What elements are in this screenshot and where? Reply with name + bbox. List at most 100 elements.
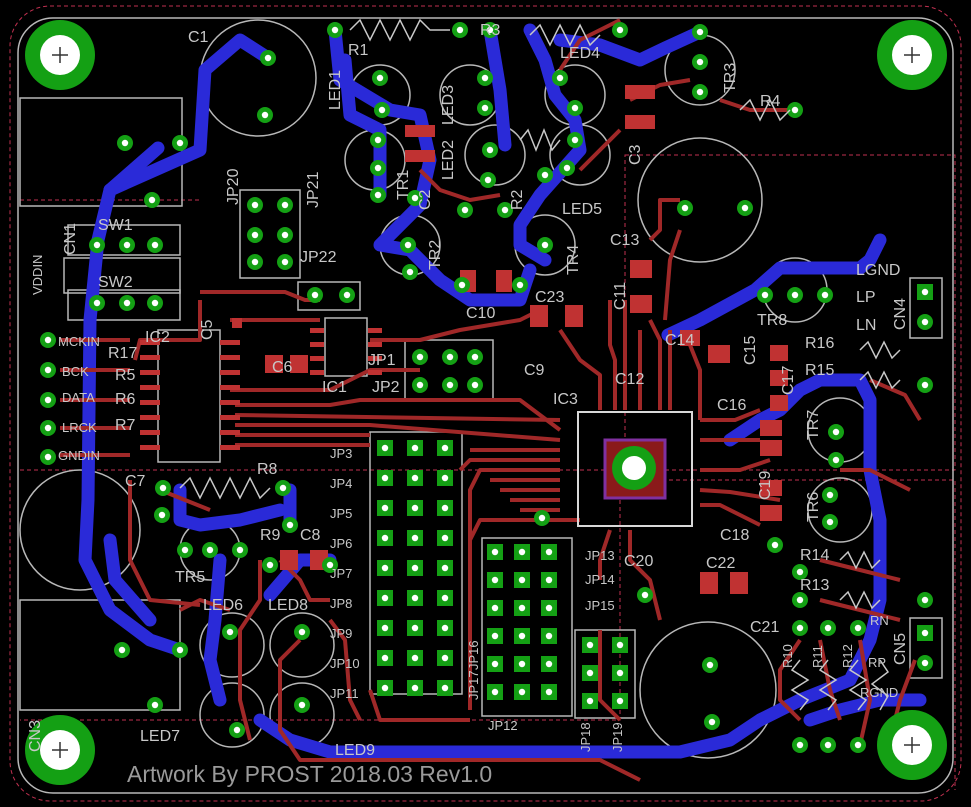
header-pin	[407, 440, 423, 456]
header-pin	[407, 680, 423, 696]
label-c16: C16	[717, 397, 746, 414]
top-copper-traces	[60, 18, 922, 782]
label-lp: LP	[856, 289, 876, 306]
label-r7: R7	[115, 417, 136, 434]
label-led1: LED1	[327, 70, 344, 110]
header-pin	[582, 637, 598, 653]
header-pin	[487, 684, 503, 700]
label-tr1: TR1	[395, 170, 412, 200]
header-pin	[487, 572, 503, 588]
ic3-chip	[577, 411, 693, 527]
label-c12: C12	[615, 371, 644, 388]
bottom-copper-traces	[78, 23, 927, 759]
label-led5: LED5	[562, 201, 602, 218]
label-c7: C7	[125, 473, 146, 490]
label-led3: LED3	[440, 85, 457, 125]
header-pin	[407, 590, 423, 606]
header-pin	[541, 544, 557, 560]
label-c3: C3	[627, 144, 644, 165]
header-pin	[487, 656, 503, 672]
label-r3: R3	[480, 22, 501, 39]
label-jp10: JP10	[330, 656, 360, 671]
label-tr6: TR6	[805, 492, 822, 522]
header-pin	[582, 665, 598, 681]
header-pin	[437, 530, 453, 546]
header-pin	[377, 650, 393, 666]
label-jp5: JP5	[330, 506, 352, 521]
header-pin	[437, 560, 453, 576]
label-c22: C22	[706, 555, 735, 572]
label-jp9: JP9	[330, 626, 352, 641]
label-r16: R16	[805, 335, 834, 352]
label-ic1: IC1	[322, 379, 347, 396]
label-c20: C20	[624, 553, 653, 570]
label-tr4: TR4	[565, 245, 582, 275]
header-pin	[514, 572, 530, 588]
silkscreen-labels: C1 R1 R3 LED4 TR3 R4 LED1 LED3 LED2 C3 T…	[27, 22, 909, 759]
label-c2: C2	[417, 189, 434, 210]
label-tr5: TR5	[175, 569, 205, 586]
label-r5: R5	[115, 367, 136, 384]
header-pin	[437, 470, 453, 486]
header-pin	[541, 684, 557, 700]
label-data: DATA	[62, 390, 95, 405]
header-pin	[377, 530, 393, 546]
header-pin	[514, 628, 530, 644]
label-c1: C1	[188, 29, 209, 46]
header-pin	[437, 590, 453, 606]
label-c21: C21	[750, 619, 779, 636]
label-r10: R10	[780, 644, 795, 668]
header-pin	[377, 620, 393, 636]
label-c6: C6	[272, 359, 293, 376]
label-r2: R2	[509, 189, 526, 210]
header-pin	[377, 440, 393, 456]
label-tr7: TR7	[805, 410, 822, 440]
label-jp22: JP22	[300, 249, 337, 266]
label-led4: LED4	[560, 45, 600, 62]
label-jp2: JP2	[372, 379, 400, 396]
label-ln: LN	[856, 317, 876, 334]
label-c9: C9	[524, 362, 545, 379]
header-pin	[407, 470, 423, 486]
label-jp14: JP14	[585, 572, 615, 587]
header-pin	[377, 470, 393, 486]
header-pin	[377, 680, 393, 696]
header-pin	[407, 620, 423, 636]
header-pin	[407, 530, 423, 546]
label-mckin: MCKIN	[58, 334, 100, 349]
label-rgnd: RGND	[860, 685, 898, 700]
ic-pins	[140, 328, 382, 450]
label-jp19: JP19	[610, 722, 625, 752]
label-jp11: JP11	[330, 686, 359, 701]
label-tr8: TR8	[757, 312, 787, 329]
label-jp8: JP8	[330, 596, 352, 611]
label-jp3: JP3	[330, 446, 352, 461]
header-pin	[541, 628, 557, 644]
label-rp: RP	[868, 655, 886, 670]
label-jp7: JP7	[330, 566, 352, 581]
label-c11: C11	[612, 282, 629, 310]
label-cn1: CN1	[62, 223, 79, 255]
label-lrck: LRCK	[62, 420, 97, 435]
label-cn5: CN5	[892, 633, 909, 665]
label-r6: R6	[115, 391, 136, 408]
label-led2: LED2	[440, 140, 457, 180]
header-pin	[437, 620, 453, 636]
header-pin	[487, 628, 503, 644]
label-c23: C23	[535, 289, 564, 306]
header-pin	[437, 440, 453, 456]
label-led7: LED7	[140, 728, 180, 745]
header-pin	[377, 590, 393, 606]
header-pin	[612, 693, 628, 709]
label-r17: R17	[108, 345, 137, 362]
header-pin	[514, 684, 530, 700]
header-pin	[437, 500, 453, 516]
label-sw2: SW2	[98, 274, 133, 291]
label-tr3: TR3	[722, 63, 739, 93]
label-jp20: JP20	[225, 168, 242, 205]
label-jp15: JP15	[585, 598, 615, 613]
label-c13: C13	[610, 232, 639, 249]
label-r4: R4	[760, 93, 781, 110]
label-vddin: VDDIN	[30, 255, 45, 295]
